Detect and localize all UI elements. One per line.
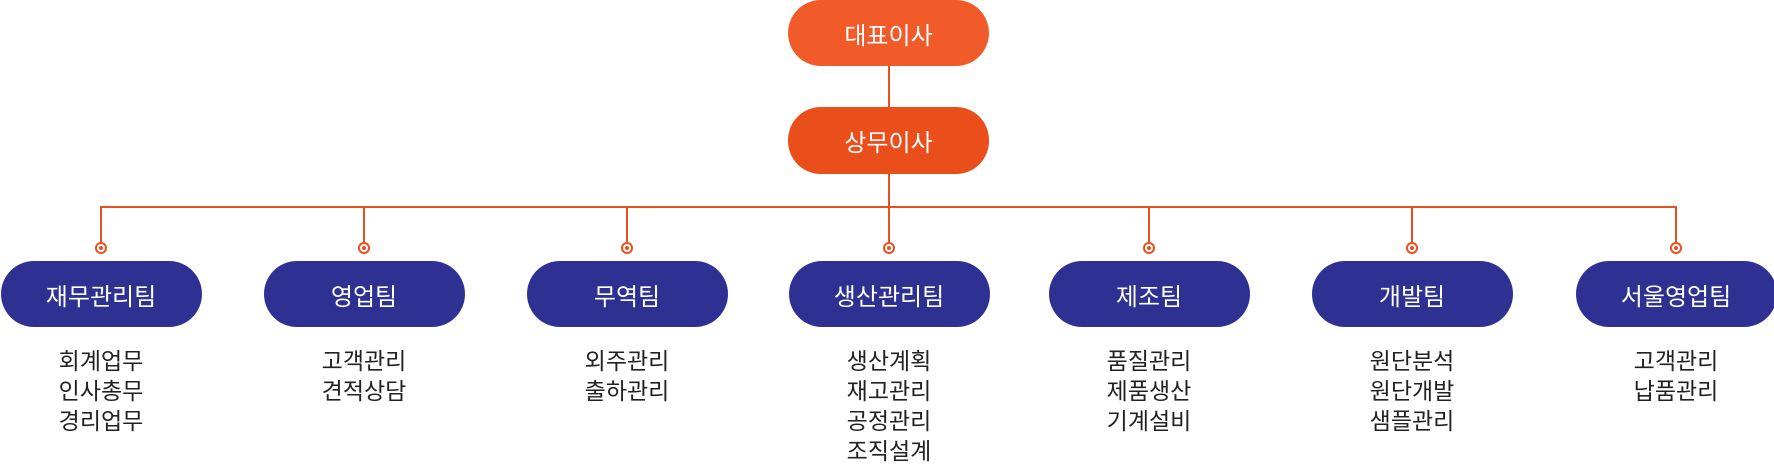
team-node: 생산관리팀 (789, 261, 990, 327)
team-node: 무역팀 (527, 261, 728, 327)
team-duty-item: 원단분석 (1322, 347, 1502, 377)
team-duty-item: 고객관리 (1586, 347, 1766, 377)
connector-dot-icon (1406, 242, 1418, 254)
team-duty-item: 고객관리 (274, 347, 454, 377)
connector-dot-icon (358, 242, 370, 254)
team-duty-item: 조직설계 (799, 437, 979, 467)
team-node: 서울영업팀 (1576, 261, 1774, 327)
team-duty-item: 재고관리 (799, 377, 979, 407)
team-node: 영업팀 (264, 261, 465, 327)
team-duty-item: 제품생산 (1059, 377, 1239, 407)
team-duty-item: 품질관리 (1059, 347, 1239, 377)
team-duty-item: 원단개발 (1322, 377, 1502, 407)
team-drop-connector (1148, 207, 1150, 242)
team-duty-item: 경리업무 (11, 407, 191, 437)
connector-dot-icon (883, 242, 895, 254)
team-drop-connector (100, 207, 102, 242)
team-node: 개발팀 (1312, 261, 1513, 327)
connector-dot-icon (621, 242, 633, 254)
connector-dot-icon (1670, 242, 1682, 254)
connector-dot-icon (95, 242, 107, 254)
team-node: 재무관리팀 (1, 261, 202, 327)
director-label: 상무이사 (844, 123, 932, 158)
team-drop-connector (1411, 207, 1413, 242)
team-duty-item: 샘플관리 (1322, 407, 1502, 437)
ceo-director-connector (888, 65, 890, 108)
team-duty-item: 기계설비 (1059, 407, 1239, 437)
team-label: 영업팀 (331, 277, 397, 312)
team-duty-item: 견적상담 (274, 377, 454, 407)
team-label: 무역팀 (594, 277, 660, 312)
team-drop-connector (1675, 207, 1677, 242)
team-drop-connector (626, 207, 628, 242)
team-duty-item: 인사총무 (11, 377, 191, 407)
team-label: 생산관리팀 (834, 277, 944, 312)
connector-dot-icon (1143, 242, 1155, 254)
director-stem-connector (888, 173, 890, 207)
ceo-label: 대표이사 (844, 16, 932, 51)
team-label: 재무관리팀 (46, 277, 156, 312)
director-node: 상무이사 (788, 107, 989, 174)
team-duty-item: 외주관리 (537, 347, 717, 377)
team-duty-item: 출하관리 (537, 377, 717, 407)
ceo-node: 대표이사 (788, 0, 989, 66)
team-duty-item: 공정관리 (799, 407, 979, 437)
team-duty-item: 생산계획 (799, 347, 979, 377)
team-node: 제조팀 (1049, 261, 1250, 327)
team-drop-connector (363, 207, 365, 242)
team-duty-item: 회계업무 (11, 347, 191, 377)
team-duty-item: 납품관리 (1586, 377, 1766, 407)
team-label: 개발팀 (1379, 277, 1445, 312)
team-drop-connector (888, 207, 890, 242)
team-label: 서울영업팀 (1621, 277, 1731, 312)
team-label: 제조팀 (1116, 277, 1182, 312)
